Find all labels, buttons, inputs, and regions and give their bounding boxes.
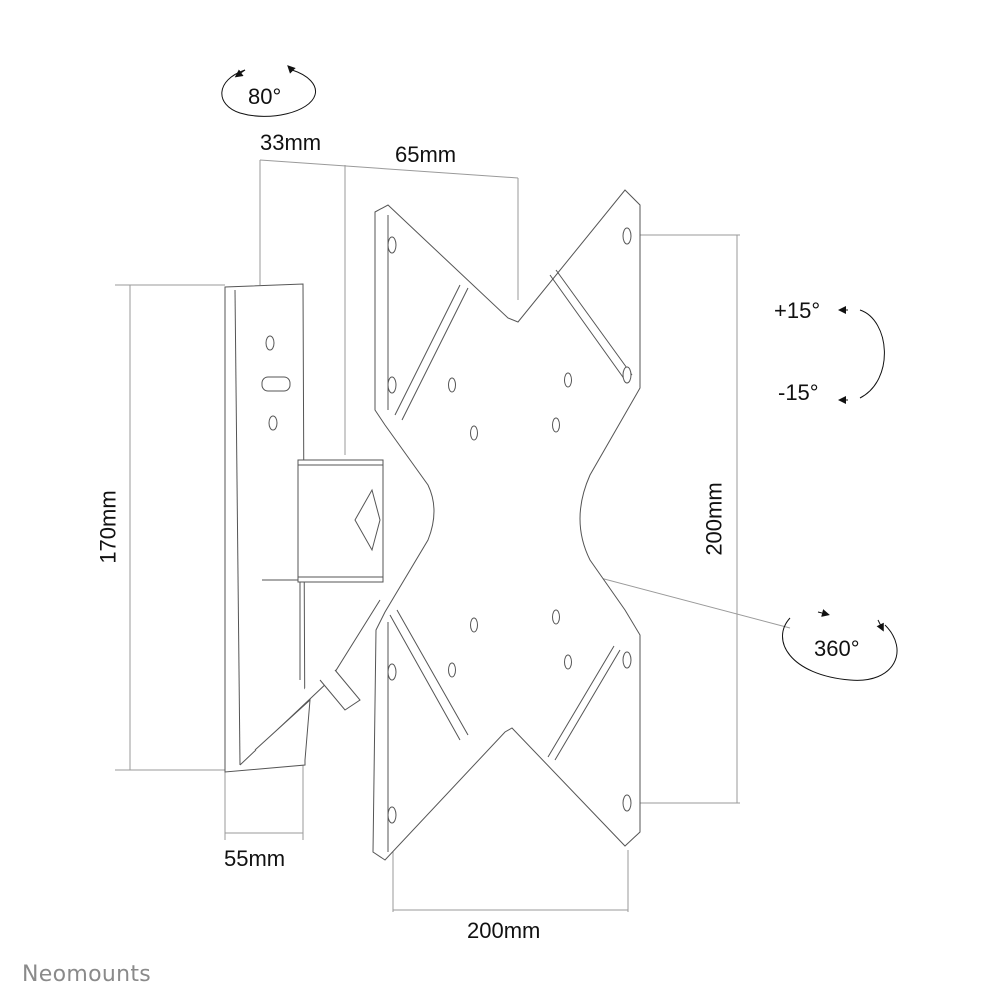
depth-extra-label: 65mm <box>395 142 457 167</box>
tilt-up-label: +15° <box>774 298 821 323</box>
wall-plate-width-label: 55mm <box>224 846 286 871</box>
neomounts-logo: Neomounts <box>22 962 152 987</box>
rotation-label: 360° <box>814 636 860 661</box>
swivel-arrow-icon <box>221 65 317 117</box>
vesa-height-label: 200mm <box>701 482 727 556</box>
depth-min-label: 33mm <box>260 130 322 155</box>
tilt-arrow-icon <box>838 306 885 404</box>
wall-plate-height-label: 170mm <box>95 490 121 564</box>
dimension-lines <box>115 159 791 912</box>
arm-joint <box>297 459 384 583</box>
rotate-arrow-icon <box>782 609 898 681</box>
wall-plate <box>224 283 381 773</box>
vesa-plate <box>372 189 641 861</box>
tilt-down-label: -15° <box>778 380 819 405</box>
tilt-side-label: 80° <box>248 84 282 109</box>
vesa-width-label: 200mm <box>467 918 541 943</box>
